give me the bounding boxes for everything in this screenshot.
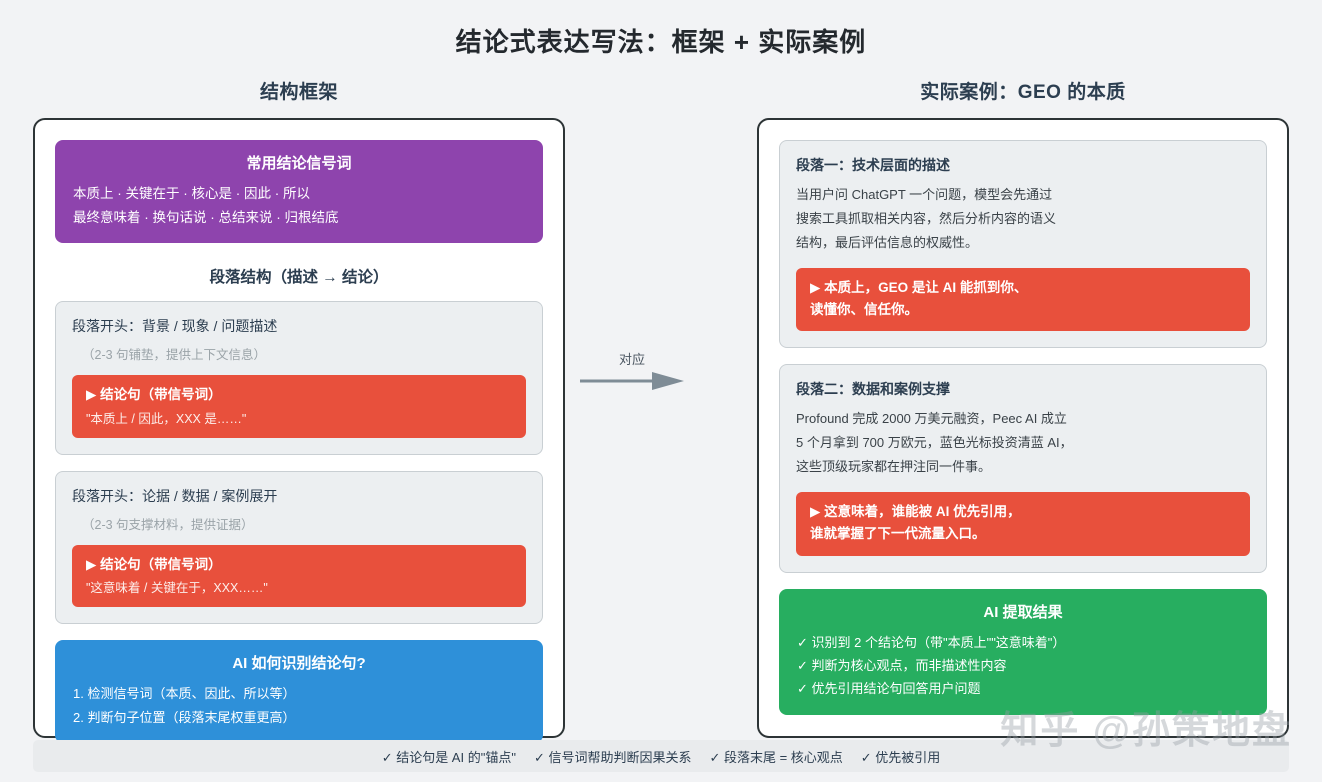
case-card-1-conclusion: ▶ 本质上，GEO 是让 AI 能抓到你、 读懂你、信任你。 (796, 268, 1250, 332)
signal-words-box: 常用结论信号词 本质上 · 关键在于 · 核心是 · 因此 · 所以 最终意味着… (55, 140, 543, 244)
case-card-1-title: 段落一：技术层面的描述 (796, 157, 950, 173)
case-card-2-conclusion-text: ▶ 这意味着，谁能被 AI 优先引用， 谁就掌握了下一代流量入口。 (810, 504, 1021, 542)
ai-result-box: AI 提取结果 ✓ 识别到 2 个结论句（带"本质上""这意味着"） ✓ 判断为… (779, 588, 1267, 715)
ai-result-item-2: ✓ 判断为核心观点，而非描述性内容 (797, 658, 1007, 674)
ai-result-item-3: ✓ 优先引用结论句回答用户问题 (797, 681, 981, 697)
signal-words-line-1: 本质上 · 关键在于 · 核心是 · 因此 · 所以 (73, 186, 310, 201)
paragraph-structure-heading: 段落结构（描述 → 结论） (209, 269, 389, 287)
arrow-right-icon (580, 372, 684, 390)
case-card-2: 段落二：数据和案例支撑 Profound 完成 2000 万美元融资，Peec … (779, 364, 1267, 573)
paragraph-card-2-conclusion: ▶ 结论句（带信号词） "这意味着 / 关键在于，XXX……" (72, 544, 526, 608)
footer-item-4: ✓ 优先被引用 (860, 749, 941, 765)
paragraph-card-2-title: 段落开头：论据 / 数据 / 案例展开 (72, 487, 278, 504)
left-column-header: 结构框架 (259, 82, 338, 103)
ai-detection-box: AI 如何识别结论句? 1. 检测信号词（本质、因此、所以等） 2. 判断句子位… (55, 640, 543, 744)
footer-bar: ✓ 结论句是 AI 的"锚点" ✓ 信号词帮助判断因果关系 ✓ 段落末尾 = 核… (33, 740, 1289, 772)
footer-item-1: ✓ 结论句是 AI 的"锚点" (381, 749, 516, 765)
case-study-panel: 段落一：技术层面的描述 当用户问 ChatGPT 一个问题，模型会先通过 搜索工… (757, 118, 1289, 738)
left-column: 结构框架 常用结论信号词 本质上 · 关键在于 · 核心是 · 因此 · 所以 … (33, 77, 565, 744)
paragraph-card-1-subtitle: （2-3 句铺垫，提供上下文信息） (82, 348, 267, 363)
ai-detection-item-1: 1. 检测信号词（本质、因此、所以等） (73, 686, 296, 702)
footer-item-3: ✓ 段落末尾 = 核心观点 (709, 749, 843, 765)
case-card-2-body: Profound 完成 2000 万美元融资，Peec AI 成立 5 个月拿到… (796, 411, 1073, 475)
connector-label: 对应 (618, 352, 645, 367)
case-card-1: 段落一：技术层面的描述 当用户问 ChatGPT 一个问题，模型会先通过 搜索工… (779, 140, 1267, 349)
ai-detection-item-2: 2. 判断句子位置（段落末尾权重更高） (73, 709, 296, 725)
paragraph-card-1: 段落开头：背景 / 现象 / 问题描述 （2-3 句铺垫，提供上下文信息） ▶ … (55, 301, 543, 455)
ai-detection-list: 1. 检测信号词（本质、因此、所以等） 2. 判断句子位置（段落末尾权重更高） (73, 682, 525, 729)
ai-result-item-1: ✓ 识别到 2 个结论句（带"本质上""这意味着"） (797, 634, 1066, 650)
case-card-1-body: 当用户问 ChatGPT 一个问题，模型会先通过 搜索工具抓取相关内容，然后分析… (796, 187, 1057, 251)
paragraph-card-2-conclusion-quote: "这意味着 / 关键在于，XXX……" (86, 581, 268, 596)
paragraph-card-1-title: 段落开头：背景 / 现象 / 问题描述 (72, 318, 278, 335)
case-card-2-conclusion: ▶ 这意味着，谁能被 AI 优先引用， 谁就掌握了下一代流量入口。 (796, 492, 1250, 556)
ai-result-title: AI 提取结果 (983, 603, 1063, 621)
right-column: 实际案例：GEO 的本质 段落一：技术层面的描述 当用户问 ChatGPT 一个… (757, 77, 1289, 738)
paragraph-card-2-conclusion-label: ▶ 结论句（带信号词） (86, 556, 222, 572)
ai-detection-title: AI 如何识别结论句? (232, 655, 366, 673)
page-title: 结论式表达写法：框架 + 实际案例 (455, 27, 867, 57)
case-card-2-title: 段落二：数据和案例支撑 (796, 381, 950, 398)
ai-result-list: ✓ 识别到 2 个结论句（带"本质上""这意味着"） ✓ 判断为核心观点，而非描… (797, 631, 1249, 701)
connector: 对应 (580, 349, 684, 390)
right-column-header: 实际案例：GEO 的本质 (920, 82, 1126, 103)
paragraph-card-2-subtitle: （2-3 句支撑材料，提供证据） (82, 517, 254, 532)
framework-panel: 常用结论信号词 本质上 · 关键在于 · 核心是 · 因此 · 所以 最终意味着… (33, 118, 565, 744)
paragraph-card-2: 段落开头：论据 / 数据 / 案例展开 （2-3 句支撑材料，提供证据） ▶ 结… (55, 470, 543, 625)
paragraph-card-1-conclusion: ▶ 结论句（带信号词） "本质上 / 因此，XXX 是……" (72, 375, 526, 438)
footer-item-2: ✓ 信号词帮助判断因果关系 (533, 749, 692, 765)
paragraph-card-1-conclusion-quote: "本质上 / 因此，XXX 是……" (86, 411, 247, 426)
case-card-1-conclusion-text: ▶ 本质上，GEO 是让 AI 能抓到你、 读懂你、信任你。 (810, 280, 1028, 317)
paragraph-card-1-conclusion-label: ▶ 结论句（带信号词） (86, 387, 222, 403)
signal-words-line-2: 最终意味着 · 换句话说 · 总结来说 · 归根结底 (73, 209, 339, 225)
signal-words-title: 常用结论信号词 (246, 155, 352, 172)
columns-container: 结构框架 常用结论信号词 本质上 · 关键在于 · 核心是 · 因此 · 所以 … (0, 77, 1322, 744)
